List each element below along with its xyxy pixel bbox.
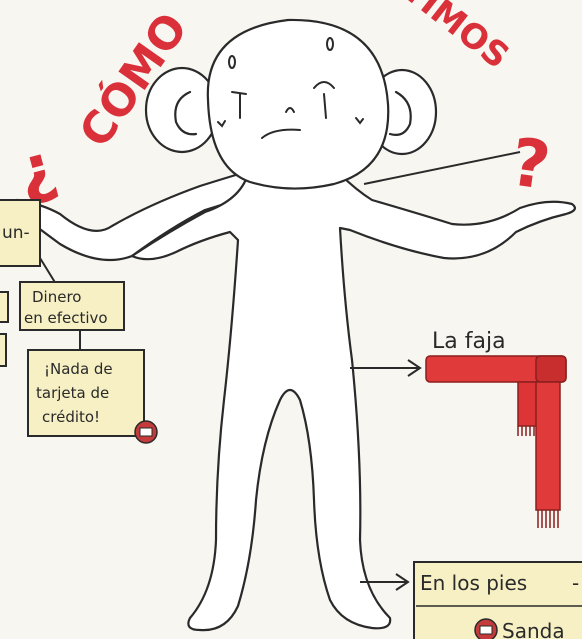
- credit-note-line-1: ¡Nada de: [44, 360, 113, 378]
- cheek-marks: [217, 117, 364, 128]
- forehead-mark-left: [228, 55, 236, 69]
- mouth: [261, 128, 301, 139]
- title-word-timos: TIMOS: [395, 0, 517, 77]
- cash-note-line-1: Dinero: [32, 288, 81, 306]
- feet-note: [413, 561, 582, 639]
- left-ear-inner: [174, 90, 198, 136]
- pointer-line: [363, 151, 521, 185]
- credit-card-note: [27, 349, 145, 437]
- sash-drawing: [425, 355, 567, 528]
- feet-label: En los pies: [420, 571, 527, 595]
- sandal-icon: [474, 618, 498, 639]
- nose: [285, 107, 295, 113]
- feet-arrow: [360, 573, 410, 591]
- cash-note: [19, 281, 125, 331]
- right-ear-inner: [388, 90, 412, 136]
- torso-outline: [130, 172, 576, 632]
- title-inverted-question-mark: ¿: [9, 129, 64, 210]
- note-top-left: [0, 199, 41, 267]
- forehead-mark-right: [326, 37, 334, 51]
- side-box-2: [0, 333, 7, 367]
- left-notes: un- Dinero en efectivo ¡Nada de tarjeta …: [0, 199, 158, 444]
- title-question-mark: ?: [506, 123, 555, 205]
- right-eye: [313, 81, 335, 119]
- side-box-1: [0, 291, 9, 323]
- sandal-label: Sanda: [502, 619, 565, 639]
- left-eye: [231, 91, 247, 119]
- person-figure: [7, 18, 576, 632]
- no-card-icon: [134, 420, 158, 444]
- feet-section: En los pies - Sanda: [360, 561, 582, 639]
- sash-arrow: [350, 359, 422, 377]
- note-connectors: [39, 257, 81, 350]
- head-outline: [206, 18, 390, 190]
- sash-label: La faja: [432, 329, 506, 354]
- credit-note-line-3: crédito!: [42, 408, 100, 426]
- sash-section: La faja: [350, 329, 567, 528]
- face: [217, 37, 364, 139]
- cash-note-line-2: en efectivo: [24, 309, 108, 327]
- credit-note-line-2: tarjeta de: [36, 384, 109, 402]
- note-top-left-text: un-: [2, 223, 30, 243]
- feet-label-suffix: -: [572, 571, 579, 595]
- left-ear: [144, 66, 220, 154]
